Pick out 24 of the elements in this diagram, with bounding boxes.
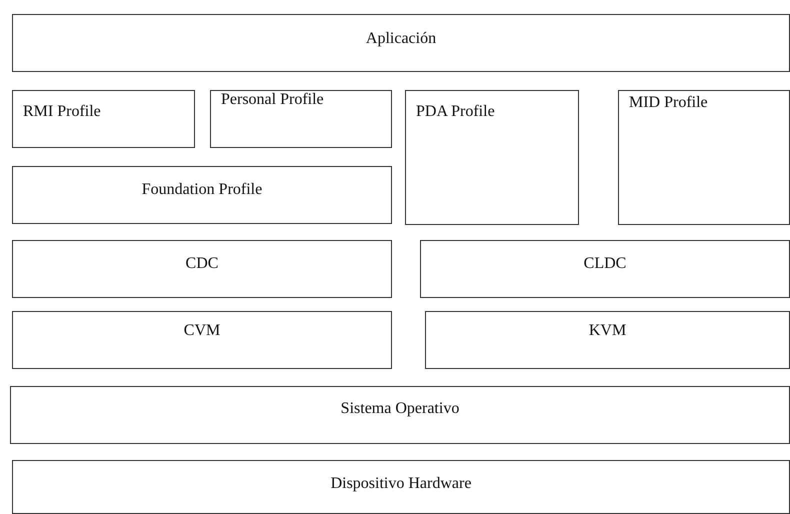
layer-label: Dispositivo Hardware xyxy=(330,475,472,493)
layer-box xyxy=(425,311,790,369)
layer-label: MID Profile xyxy=(629,94,708,112)
layer-label: Personal Profile xyxy=(221,91,324,109)
layer-box xyxy=(210,90,392,148)
layer-label: RMI Profile xyxy=(23,103,101,121)
layer-label: CVM xyxy=(182,322,222,340)
layer-box xyxy=(12,90,195,148)
layer-box xyxy=(405,90,579,225)
layer-box xyxy=(420,240,790,298)
layer-box xyxy=(12,14,790,72)
layer-label: Foundation Profile xyxy=(140,181,264,199)
layer-box xyxy=(618,90,790,225)
layer-label: KVM xyxy=(588,322,628,340)
layer-box xyxy=(12,311,392,369)
layer-label: Aplicación xyxy=(364,30,438,48)
layer-label: CDC xyxy=(184,255,220,273)
layer-label: Sistema Operativo xyxy=(340,400,460,418)
layer-label: CLDC xyxy=(582,255,628,273)
layer-box xyxy=(12,460,790,514)
layer-box xyxy=(10,386,790,444)
layer-box xyxy=(12,166,392,224)
layer-label: PDA Profile xyxy=(416,103,495,121)
layer-box xyxy=(12,240,392,298)
